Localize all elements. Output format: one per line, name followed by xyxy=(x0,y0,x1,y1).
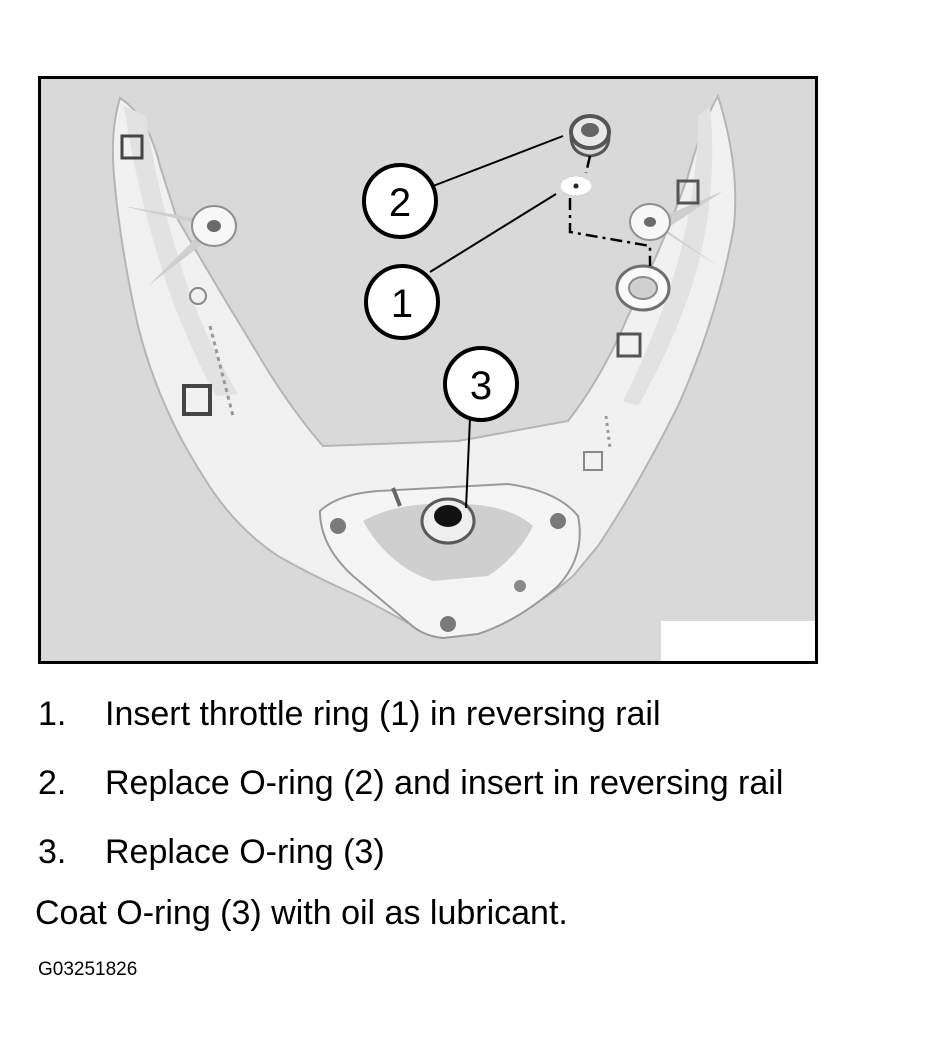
step-1-text: Insert throttle ring (1) in reversing ra… xyxy=(105,695,661,733)
right-boss-hole xyxy=(644,217,656,227)
step-2-number: 2. xyxy=(38,764,67,802)
white-corner-patch xyxy=(661,621,815,661)
callout-1: 1 xyxy=(364,264,440,340)
window-right-bottom xyxy=(583,451,603,471)
throttle-ring-1-orifice xyxy=(573,183,579,189)
step-2-text: Replace O-ring (2) and insert in reversi… xyxy=(105,764,784,802)
right-bore-inner xyxy=(628,276,658,300)
left-rib xyxy=(123,206,213,286)
flange-pin xyxy=(391,487,402,507)
callout-3: 3 xyxy=(443,346,519,422)
leader-line-1 xyxy=(429,193,557,273)
step-1-number: 1. xyxy=(38,695,67,733)
leader-line-2 xyxy=(432,135,564,187)
callout-2-label: 2 xyxy=(389,181,411,225)
step-3-number: 3. xyxy=(38,833,67,871)
flange-hole-right xyxy=(550,513,566,529)
left-boss-hole xyxy=(207,220,221,232)
o-ring-2-bore xyxy=(581,123,599,137)
o-ring-3-bore xyxy=(434,505,462,527)
flange-hole-left xyxy=(330,518,346,534)
callout-2: 2 xyxy=(362,163,438,239)
callout-1-label: 1 xyxy=(391,282,413,326)
embossed-marking-right xyxy=(604,415,612,449)
step-2: 2. Replace O-ring (2) and insert in rever… xyxy=(38,763,783,803)
emblem-mark xyxy=(189,287,207,305)
step-1: 1. Insert throttle ring (1) in reversing … xyxy=(38,694,661,734)
window-right-mid xyxy=(616,332,642,358)
step-3-text: Replace O-ring (3) xyxy=(105,833,385,871)
flange-hole-small xyxy=(514,580,526,592)
window-right-top xyxy=(676,179,700,205)
right-arm-shade xyxy=(623,106,713,406)
flange-hole-bottom xyxy=(440,616,456,632)
callout-3-label: 3 xyxy=(470,364,492,408)
figure-code: G03251826 xyxy=(38,959,138,980)
lubrication-note: Coat O-ring (3) with oil as lubricant. xyxy=(35,894,568,932)
right-rib xyxy=(653,191,723,266)
assembly-path xyxy=(568,155,652,266)
left-arm-shade xyxy=(124,106,238,396)
leader-line-3 xyxy=(465,417,471,509)
window-left-bottom xyxy=(182,384,212,416)
reversing-rail xyxy=(111,93,737,638)
window-left-top xyxy=(120,134,144,160)
step-3: 3. Replace O-ring (3) xyxy=(38,832,385,872)
reversing-rail-illustration: 2 1 3 xyxy=(38,76,818,664)
illustration-canvas: 2 1 3 xyxy=(38,76,818,664)
